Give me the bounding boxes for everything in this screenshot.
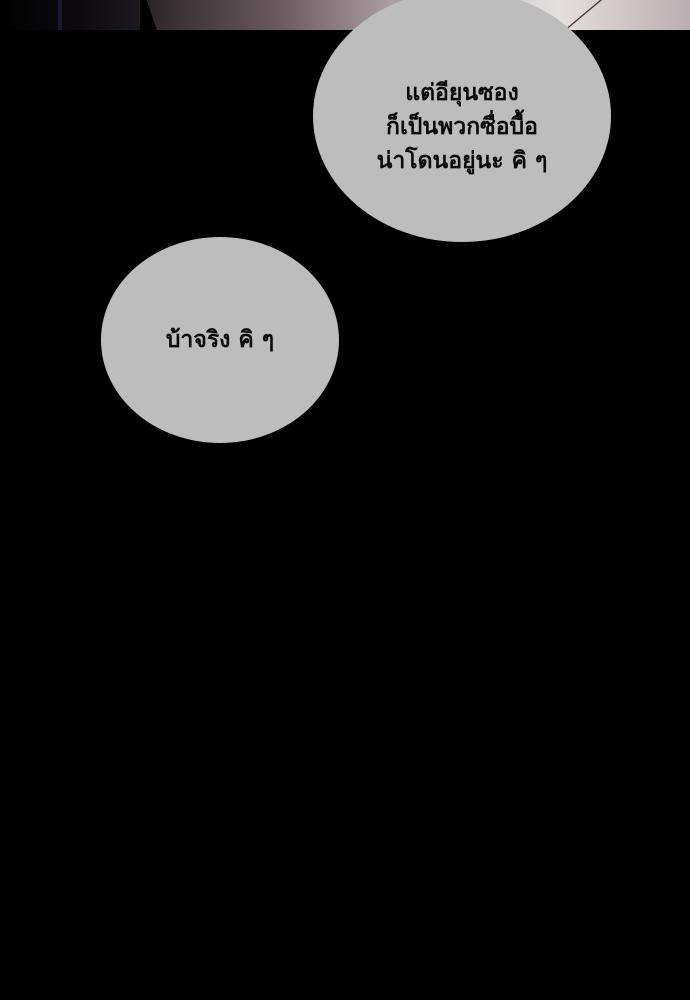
- speech-line: น่าโดนอยู่นะ คิ ๆ: [376, 148, 548, 174]
- dark-pole: [58, 0, 62, 30]
- speech-line: บ้าจริง คิ ๆ: [165, 327, 275, 353]
- speech-bubble-text: บ้าจริง คิ ๆ: [166, 323, 274, 357]
- previous-panel-edge: [0, 0, 690, 30]
- panel-shadow: [0, 0, 140, 30]
- speech-bubble-text: แต่อียุนซอง ก็เป็นพวกซื่อบื้อ น่าโดนอยู่…: [377, 76, 548, 178]
- speech-line: ก็เป็นพวกซื่อบื้อ: [386, 114, 538, 140]
- speech-bubble: บ้าจริง คิ ๆ: [101, 237, 339, 443]
- speech-line: แต่อียุนซอง: [405, 80, 519, 106]
- speech-bubble: แต่อียุนซอง ก็เป็นพวกซื่อบื้อ น่าโดนอยู่…: [313, 0, 611, 242]
